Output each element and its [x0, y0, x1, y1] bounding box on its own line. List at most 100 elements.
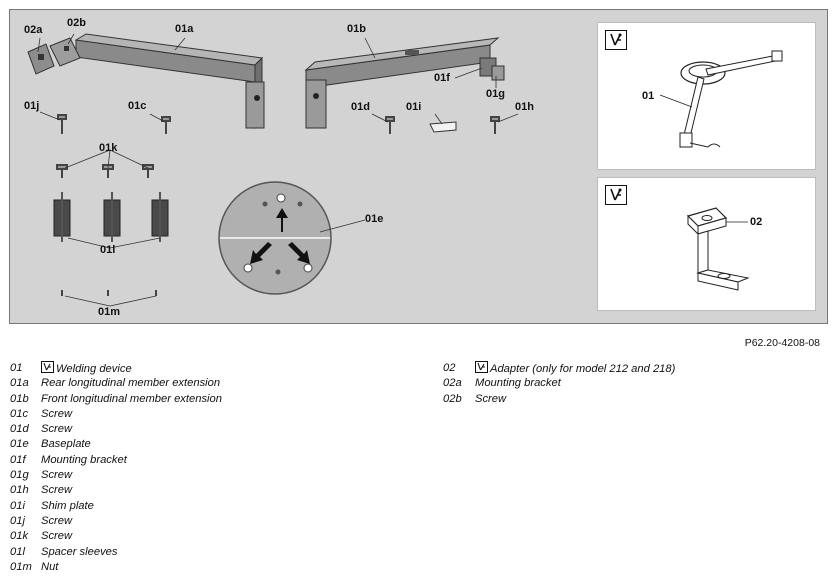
legend-text: Front longitudinal member extension	[41, 392, 222, 407]
legend-code: 02a	[443, 377, 462, 390]
legend-code: 01	[10, 362, 23, 374]
welding-tool-icon	[605, 30, 627, 50]
legend-code: 01b	[10, 392, 29, 405]
legend-row: 02a Mounting bracket	[443, 376, 823, 391]
legend-row: 01l Spacer sleeves	[10, 545, 430, 560]
figure-reference: P62.20-4208-08	[744, 337, 820, 349]
legend-row: 01b Front longitudinal member extension	[10, 392, 430, 407]
legend-label: Mounting bracket	[475, 377, 561, 390]
front-member-extension	[304, 37, 505, 129]
legend-label: Screw	[41, 484, 73, 497]
legend-label: Screw	[41, 407, 73, 420]
legend-label: Screw	[41, 530, 73, 543]
callout-01c: 01c	[128, 100, 147, 112]
legend-code: 01d	[10, 423, 29, 436]
legend-code: 01c	[10, 407, 29, 420]
callout-01a: 01a	[175, 23, 194, 35]
legend-label: Rear longitudinal member extension	[41, 377, 221, 390]
legend-label: Front longitudinal member extension	[41, 392, 222, 405]
legend-code: 01k	[10, 530, 29, 543]
welding-tool-icon	[605, 185, 627, 205]
rear-member-extension	[27, 33, 265, 130]
callout-01f: 01f	[434, 72, 450, 84]
legend-left: 01 Welding device 01a Rear longitudinal mem…	[10, 361, 430, 575]
legend-row: 01f Mounting bracket	[10, 453, 430, 468]
legend-text: Screw	[41, 407, 72, 422]
legend-text: Welding device	[41, 361, 132, 377]
legend-row: 01k Screw	[10, 529, 430, 544]
legend-label: Shim plate	[41, 499, 94, 512]
legend-text: Mounting bracket	[475, 376, 561, 391]
inset-welding-device: 01	[597, 22, 816, 170]
legend-text: Screw	[475, 392, 506, 407]
legend-label: Mounting bracket	[41, 453, 127, 466]
callout-02b: 02b	[67, 17, 86, 29]
legend-code: 01l	[10, 545, 25, 558]
welding-device-drawing	[659, 50, 783, 148]
inset-adapter: 02	[597, 177, 816, 311]
legend-text: Screw	[41, 468, 72, 483]
callout-01b: 01b	[347, 23, 366, 35]
legend-text: Shim plate	[41, 499, 94, 514]
callout-02: 02	[750, 216, 763, 228]
legend-label: Welding device	[56, 363, 132, 375]
legend-row: 01c Screw	[10, 407, 430, 422]
legend-code: 01f	[10, 453, 26, 466]
shim-plate	[429, 121, 457, 133]
legend-text: Spacer sleeves	[41, 545, 118, 560]
callout-01d: 01d	[351, 101, 370, 113]
legend-row: 01m Nut	[10, 560, 430, 575]
legend-code: 02	[443, 362, 456, 374]
legend-label: Screw	[41, 514, 73, 527]
legend-text: Rear longitudinal member extension	[41, 376, 220, 391]
callout-01: 01	[642, 90, 655, 102]
legend-label: Baseplate	[41, 438, 91, 451]
legend-code: 01h	[10, 484, 29, 497]
adapter-drawing	[686, 207, 750, 291]
callout-01i: 01i	[406, 101, 422, 113]
welding-tool-icon	[41, 361, 54, 373]
legend-row: 01e Baseplate	[10, 437, 430, 452]
callout-01e: 01e	[365, 213, 384, 225]
legend-text: Screw	[41, 514, 72, 529]
legend-text: Mounting bracket	[41, 453, 127, 468]
callout-01l: 01l	[100, 244, 116, 256]
legend-label: Spacer sleeves	[41, 545, 118, 558]
parts-illustration: 02a 02b 01a 01b 01f 01g 01j 01c 01d 01i …	[9, 9, 828, 324]
legend-label: Nut	[41, 560, 59, 573]
legend-row: 01 Welding device	[10, 361, 430, 376]
legend-code: 01j	[10, 514, 25, 527]
legend-row: 01i Shim plate	[10, 499, 430, 514]
callout-01j: 01j	[24, 100, 40, 112]
legend-text: Screw	[41, 483, 72, 498]
legend-label: Screw	[41, 423, 73, 436]
legend-text: Baseplate	[41, 437, 91, 452]
spacer-sleeves	[53, 192, 169, 242]
legend-code: 01m	[10, 560, 32, 573]
legend-code: 01e	[10, 438, 29, 451]
legend-text: Screw	[41, 422, 72, 437]
legend-label: Screw	[41, 469, 73, 482]
legend-code: 02b	[443, 392, 462, 405]
legend-row: 02b Screw	[443, 392, 823, 407]
baseplate	[218, 181, 332, 295]
callout-01h: 01h	[515, 101, 534, 113]
legend-label: Screw	[475, 392, 507, 405]
parts-drawing	[27, 33, 519, 307]
legend-code: 01i	[10, 499, 25, 512]
legend-row: 01j Screw	[10, 514, 430, 529]
legend-code: 01a	[10, 377, 29, 390]
legend-text: Screw	[41, 529, 72, 544]
legend-text: Adapter (only for model 212 and 218)	[475, 361, 675, 377]
callout-01k: 01k	[99, 142, 118, 154]
legend-row: 01h Screw	[10, 483, 430, 498]
legend-row: 02 Adapter (only for model 212 and 218)	[443, 361, 823, 376]
legend-row: 01a Rear longitudinal member extension	[10, 376, 430, 391]
legend-label: Adapter (only for model 212 and 218)	[490, 363, 676, 375]
callout-01g: 01g	[486, 88, 505, 100]
legend-row: 01d Screw	[10, 422, 430, 437]
callout-01m: 01m	[98, 306, 121, 318]
callout-02a: 02a	[24, 24, 43, 36]
